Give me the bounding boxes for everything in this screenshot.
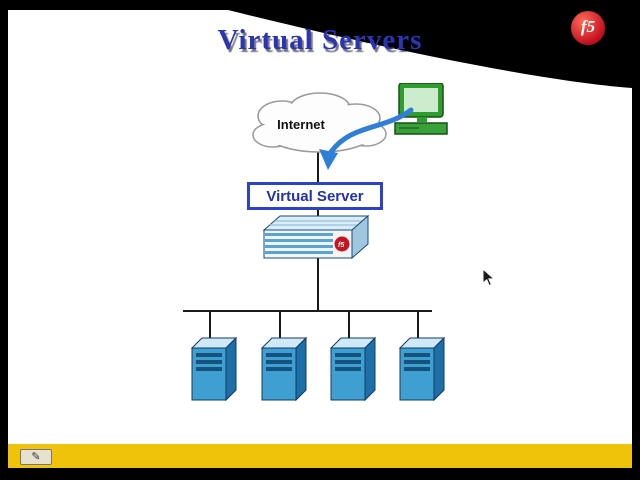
f5-logo-text: f5 <box>580 17 596 36</box>
drop-line-4 <box>417 310 419 342</box>
flow-arrow-icon <box>319 107 414 170</box>
connector-cloud-to-vs <box>317 150 319 183</box>
connector-vs-to-bus <box>317 210 319 311</box>
server-tower-icon <box>398 336 446 402</box>
swoosh-shape <box>228 10 632 88</box>
bus-line <box>183 310 432 312</box>
bottom-bar: ✎ <box>8 444 632 468</box>
virtual-server-box: Virtual Server <box>247 182 383 210</box>
f5-ball-icon <box>334 236 350 252</box>
server-tower-icon <box>329 336 377 402</box>
drop-line-1 <box>209 310 211 342</box>
f5-ball-text: f5 <box>338 242 344 249</box>
pen-icon: ✎ <box>31 450 41 463</box>
f5-logo-icon: f5 <box>571 11 605 45</box>
virtual-server-label: Virtual Server <box>266 187 364 205</box>
mouse-cursor-icon <box>482 268 496 287</box>
server-tower-icon <box>190 336 238 402</box>
server-tower-icon <box>260 336 308 402</box>
bigip-appliance-icon: f5 <box>262 214 370 260</box>
internet-label: Internet <box>277 117 325 132</box>
drop-line-2 <box>279 310 281 342</box>
internet-cloud-icon <box>252 92 387 153</box>
page-title: Virtual Servers <box>217 24 423 56</box>
pen-tool-button[interactable]: ✎ <box>20 449 52 465</box>
drop-line-3 <box>348 310 350 342</box>
